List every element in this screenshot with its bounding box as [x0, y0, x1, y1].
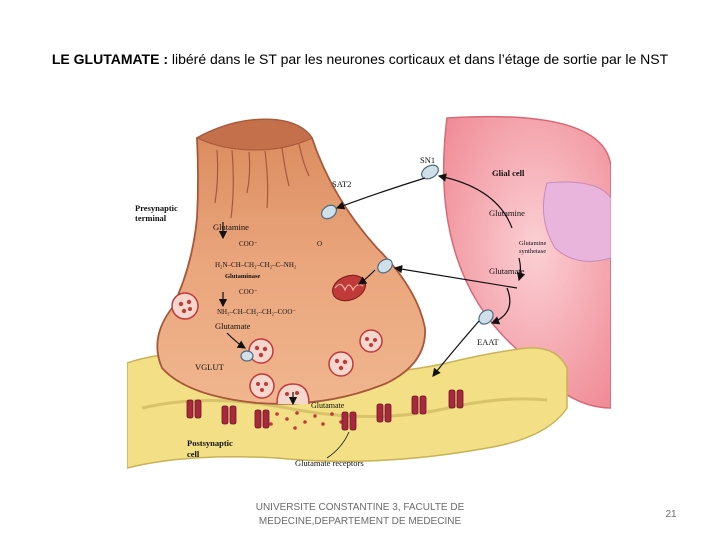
label-synthetase-1: Glutamine	[519, 240, 547, 247]
label-glutamate-neuron: Glutamate	[215, 321, 251, 331]
label-glial-cell: Glial cell	[492, 168, 525, 178]
label-eaat: EAAT	[477, 337, 500, 347]
glial-nucleus	[542, 181, 611, 262]
footer-institution: UNIVERSITE CONSTANTINE 3, FACULTE DE MED…	[250, 501, 470, 529]
formula-o: O	[317, 240, 322, 248]
receptor-pointer	[326, 431, 350, 459]
label-postsynaptic-2: cell	[187, 449, 200, 459]
slide-title: LE GLUTAMATE : libéré dans le ST par les…	[0, 51, 720, 67]
label-receptors: Glutamate receptors	[295, 458, 364, 468]
footer-line-1: UNIVERSITE CONSTANTINE 3, FACULTE DE	[255, 502, 465, 513]
sat2-transporter	[320, 204, 338, 220]
label-presynaptic-2: terminal	[135, 213, 167, 223]
label-vglut: VGLUT	[195, 362, 225, 372]
label-synthetase-2: synthetase	[519, 248, 546, 255]
label-presynaptic-1: Presynaptic	[135, 203, 178, 213]
axon-cut	[195, 118, 313, 151]
title-strong: LE GLUTAMATE :	[51, 51, 168, 67]
label-glutamate-cleft: Glutamate	[311, 401, 345, 410]
label-sn1: SN1	[420, 155, 435, 165]
synapse-illustration: Presynaptic terminal SN1 SAT2 Glial cell…	[127, 108, 611, 498]
label-postsynaptic-1: Postsynaptic	[187, 438, 233, 448]
axon-fibers	[214, 143, 310, 219]
label-glutamate-glial: Glutamate	[489, 266, 525, 276]
glutamate-receptors	[186, 389, 464, 431]
transporters	[240, 164, 494, 362]
page-number: 21	[665, 509, 677, 520]
label-glutamine-glial: Glutamine	[489, 208, 525, 218]
footer-line-2: MEDECINE,DEPARTEMENT DE MEDECINE	[258, 516, 462, 527]
label-sat2: SAT2	[332, 179, 351, 189]
formula-coo-top: COO⁻	[239, 240, 258, 248]
diagram-labels: Presynaptic terminal SN1 SAT2 Glial cell…	[135, 155, 547, 468]
synaptic-vesicles	[171, 292, 383, 405]
label-glutaminase: Glutaminase	[225, 273, 261, 280]
synapse-diagram: Presynaptic terminal SN1 SAT2 Glial cell…	[127, 108, 611, 498]
vglut-transporter	[240, 350, 254, 362]
label-glutamine-neuron: Glutamine	[213, 222, 249, 232]
formula-glutamate: NH₃–CH–CH₂–CH₂–COO⁻	[217, 308, 296, 316]
glutamate-transporter-neuron	[377, 258, 393, 274]
title-rest: libéré dans le ST par les neurones corti…	[168, 51, 669, 67]
formula-glutamine: H₂N–CH–CH₂–CH₂–C–NH₂	[215, 261, 297, 269]
cleft-glutamate	[269, 411, 343, 430]
formula-coo-mid: COO⁻	[239, 288, 258, 296]
sn1-transporter	[421, 164, 439, 180]
flow-arrows	[218, 173, 526, 406]
eaat-transporter	[478, 309, 494, 325]
